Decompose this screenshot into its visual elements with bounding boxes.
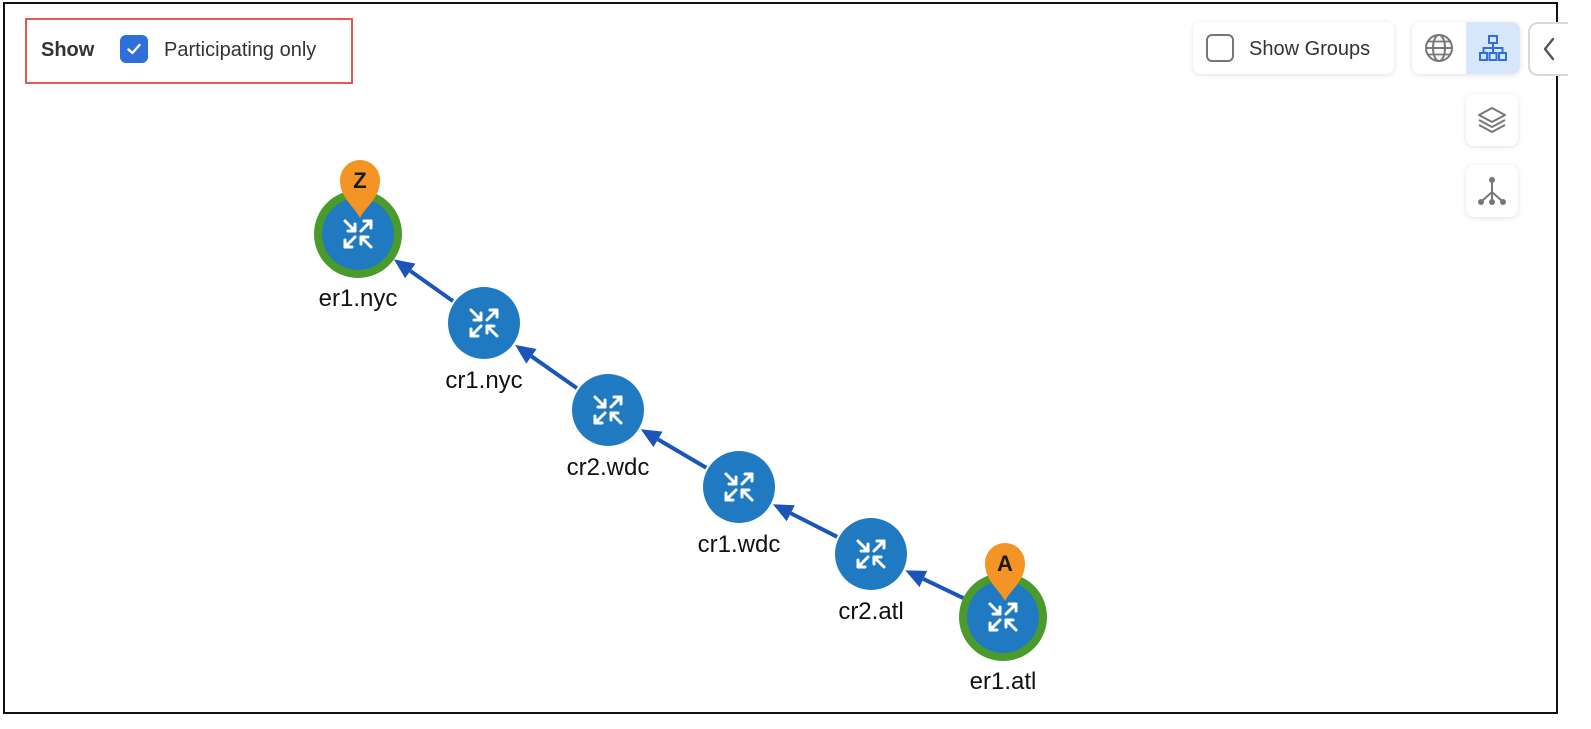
link-er1.atl-cr2.atl[interactable] (905, 570, 965, 600)
link-cr1.wdc-cr2.wdc[interactable] (640, 429, 708, 470)
link-cr1.nyc-er1.nyc[interactable] (393, 259, 455, 303)
node-cr2-atl[interactable]: cr2.atl (835, 518, 907, 625)
tree-layout-button[interactable] (1466, 165, 1518, 217)
node-label: cr2.atl (838, 598, 903, 625)
hierarchy-icon (1479, 35, 1507, 61)
view-switch (1412, 22, 1520, 74)
node-label: cr1.nyc (445, 367, 522, 394)
endpoint-letter: A (997, 551, 1013, 576)
node-label: er1.atl (970, 668, 1037, 695)
show-groups-label[interactable]: Show Groups (1249, 38, 1371, 60)
router-icon (988, 602, 1018, 632)
show-groups-toggle[interactable]: Show Groups (1193, 22, 1394, 74)
map-view-button[interactable] (1412, 22, 1466, 74)
layers-button[interactable] (1466, 94, 1518, 146)
show-filter-panel: Show Participating only (25, 18, 353, 84)
link-cr2.atl-cr1.wdc[interactable] (772, 504, 839, 539)
router-icon (343, 219, 373, 249)
router-icon (593, 395, 623, 425)
endpoint-a-pin: A (985, 543, 1025, 601)
show-label: Show (41, 39, 95, 61)
node-er1-nyc[interactable]: er1.nyc Z (314, 160, 402, 312)
node-circle (835, 518, 907, 590)
node-circle (448, 287, 520, 359)
node-er1-atl[interactable]: er1.atl A (959, 543, 1047, 695)
node-circle (967, 581, 1039, 653)
node-cr1-nyc[interactable]: cr1.nyc (445, 287, 523, 394)
node-circle (322, 198, 394, 270)
node-label: cr1.wdc (698, 531, 781, 558)
node-label: er1.nyc (319, 285, 398, 312)
router-icon (469, 308, 499, 338)
link-cr2.wdc-cr1.nyc[interactable] (515, 344, 579, 390)
tree-layout-icon (1478, 177, 1506, 205)
checkmark-icon (127, 43, 141, 55)
collapse-panel-button[interactable] (1528, 22, 1568, 76)
endpoint-letter: Z (353, 168, 366, 193)
participating-only-checkbox[interactable] (120, 35, 148, 63)
node-cr1-wdc[interactable]: cr1.wdc (698, 451, 781, 558)
layers-icon (1478, 107, 1506, 133)
node-circle (572, 374, 644, 446)
participating-only-label[interactable]: Participating only (164, 39, 317, 61)
router-icon (856, 539, 886, 569)
node-label: cr2.wdc (567, 454, 650, 481)
chevron-left-icon (1543, 37, 1555, 61)
show-groups-checkbox[interactable] (1206, 34, 1234, 62)
globe-icon (1425, 34, 1453, 62)
router-icon (724, 472, 754, 502)
endpoint-z-pin: Z (340, 160, 380, 218)
node-circle (703, 451, 775, 523)
topology-view-button[interactable] (1466, 22, 1520, 74)
node-cr2-wdc[interactable]: cr2.wdc (567, 374, 650, 481)
